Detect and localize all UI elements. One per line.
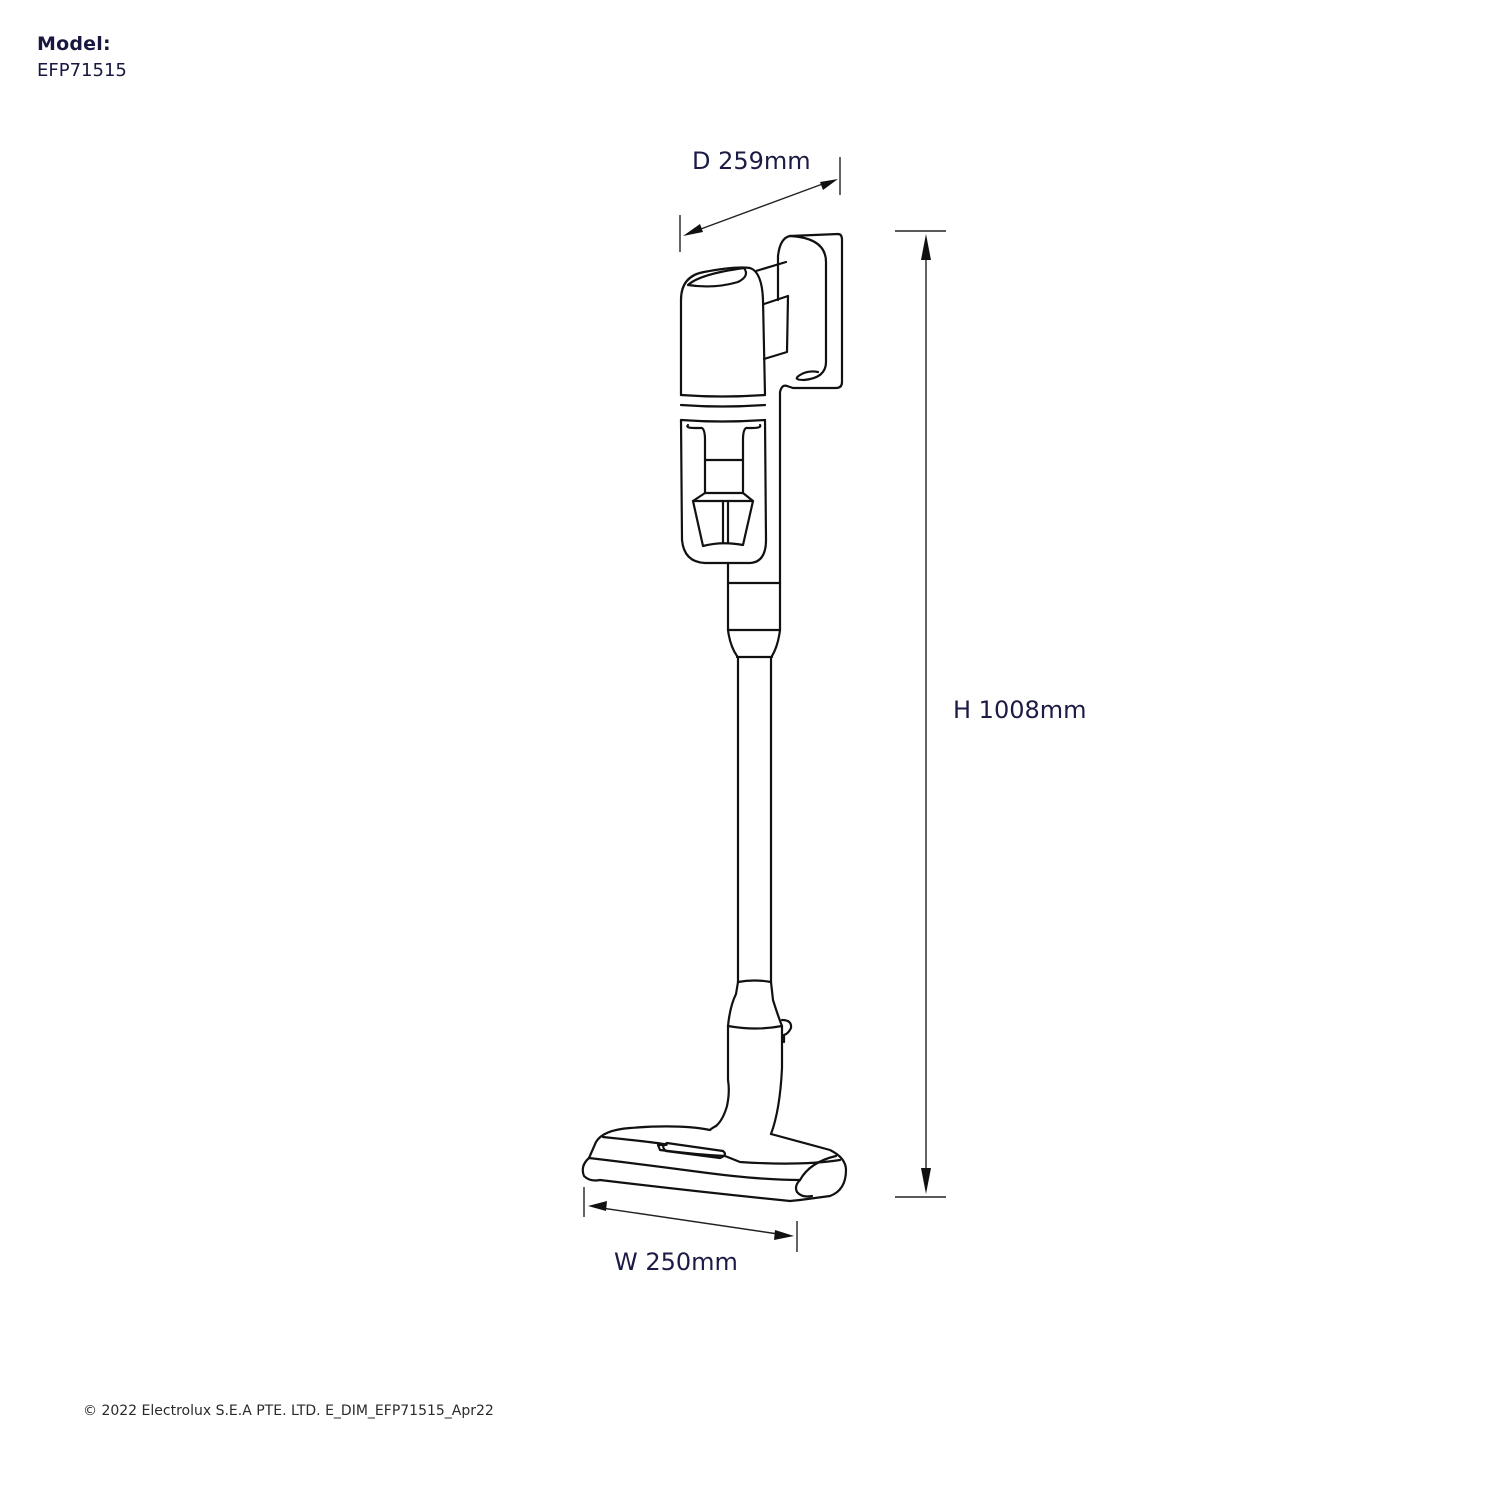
floor-nozzle (581, 1124, 848, 1203)
depth-dimension-line (679, 157, 841, 252)
height-dimension-label: H 1008mm (953, 696, 1087, 724)
nozzle-neck (714, 980, 793, 1136)
width-dimension-line (583, 1187, 798, 1252)
handle-part (754, 232, 844, 585)
model-number: EFP71515 (37, 60, 127, 81)
dust-bin (679, 418, 768, 565)
motor-body (679, 266, 767, 423)
upper-tube-connector (726, 561, 782, 659)
model-label: Model: (37, 33, 111, 55)
width-dimension-label: W 250mm (614, 1248, 738, 1276)
wand-tube (736, 655, 773, 984)
depth-dimension-label: D 259mm (692, 147, 811, 175)
copyright-footer: © 2022 Electrolux S.E.A PTE. LTD. E_DIM_… (83, 1403, 494, 1419)
height-dimension-line (895, 230, 946, 1198)
